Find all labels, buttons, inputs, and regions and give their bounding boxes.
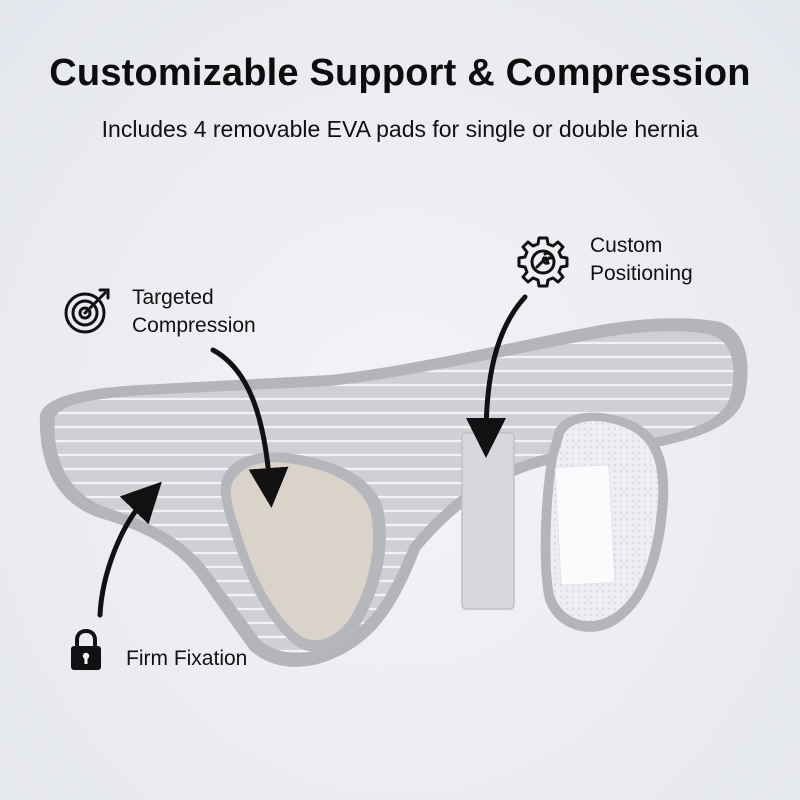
custom-positioning-line1: Custom [590, 234, 663, 257]
gear-wrench-icon [517, 236, 569, 288]
padlock-icon [71, 628, 101, 670]
target-icon [64, 288, 110, 334]
targeted-compression-label: Targeted Compression [132, 284, 256, 340]
page-subtitle: Includes 4 removable EVA pads for single… [101, 116, 699, 142]
custom-positioning-line2: Positioning [590, 262, 693, 285]
belt [39, 318, 748, 667]
velcro-strap [461, 432, 515, 610]
white-eva-pad [540, 412, 669, 632]
firm-fixation-arrow [97, 481, 162, 618]
targeted-compression-line2: Compression [132, 314, 256, 337]
targeted-compression-arrow [210, 347, 289, 508]
targeted-compression-line1: Targeted [132, 286, 214, 309]
custom-positioning-label: Custom Positioning [590, 232, 693, 288]
firm-fixation-label: Firm Fixation [126, 647, 248, 670]
belt-striped-fabric [54, 331, 734, 653]
page-title: Customizable Support & Compression [49, 52, 751, 94]
custom-positioning-arrow [466, 294, 528, 458]
